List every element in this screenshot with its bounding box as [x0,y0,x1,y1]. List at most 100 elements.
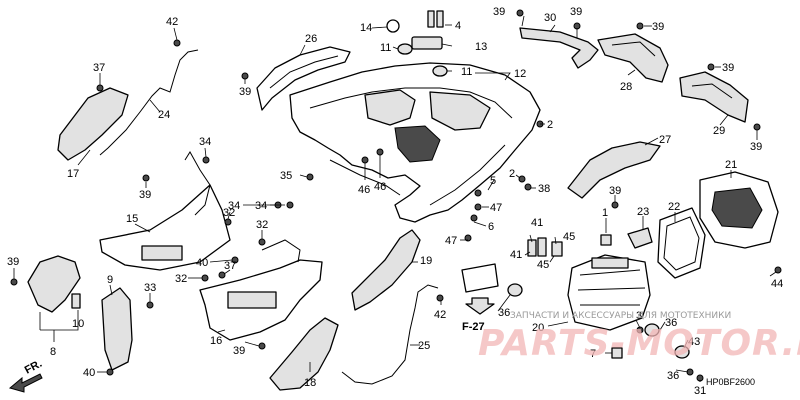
part-18-lower-guard [269,317,339,391]
front-direction-label: FR. [23,358,44,377]
part-15-left-panel [99,184,231,271]
callout-47-a: 47 [490,202,502,214]
callout-43: 43 [688,336,700,348]
callout-32-b: 32 [256,219,268,231]
callout-33: 33 [144,282,156,294]
part-21-housing-lens [711,187,763,229]
bolt-42b [436,294,444,302]
callout-8: 8 [50,346,56,358]
callout-11-lower: 11 [461,66,472,78]
bolt-46b [376,148,384,156]
part-shapes [8,10,779,393]
part-11-grommet-upper [397,43,413,55]
bolt-39e [516,9,524,17]
bolt-32b [258,238,266,246]
callout-39-right-b: 39 [750,141,762,153]
part-26-left-cover [256,46,351,111]
bolt-47a [474,203,482,211]
watermark-tagline: ЗАПЧАСТИ И АКСЕССУАРЫ ДЛЯ МОТОТЕХНИКИ [510,311,731,321]
part-12-fender-ridge [309,87,513,119]
part-29-bracket-edge [691,83,733,99]
bolt-6 [470,214,478,222]
part-4-clip-right [436,10,444,28]
callout-41-a: 41 [531,217,543,229]
part-12-fender-cavity [394,125,441,163]
callout-37-top: 37 [93,62,105,74]
bolt-39i [753,123,761,131]
part-28-side-bracket [597,33,669,83]
part-f27-clamp [461,263,499,293]
bolt-39g [636,22,644,30]
callout-34-mid: 34 [228,200,240,212]
part-16-panel-insert [227,291,277,309]
callout-11-upper: 11 [380,42,391,54]
callout-39-far-left: 39 [7,256,19,268]
part-20-box-lid [591,257,629,269]
part-29-rear-bracket [679,71,749,123]
callout-28: 28 [620,81,632,93]
part-15-panel-upright [184,151,211,216]
part-26-cover-inner [269,55,339,89]
callout-34-lower: 34 [255,200,267,212]
callout-39-top-c: 39 [652,21,664,33]
bolt-47b [464,234,472,242]
callout-36-a: 36 [498,307,510,319]
bolt-5 [474,189,482,197]
part-1-cap [600,234,612,246]
bolt-34a [202,156,210,164]
bolt-33 [146,301,154,309]
section-ref-label: F-27 [462,321,485,333]
bolt-38 [524,183,532,191]
callout-40-mid: 40 [196,257,208,269]
callout-15: 15 [126,213,138,225]
bolt-34b [286,201,294,209]
callout-30: 30 [544,12,556,24]
callout-7: 7 [590,348,596,360]
bolt-32a [224,218,232,226]
callout-39-bottom: 39 [233,345,245,357]
callout-39-fender: 39 [239,86,251,98]
callout-29: 29 [713,125,725,137]
callout-36-c: 36 [667,370,679,382]
watermark-logo: PARTS-MOTOR.RU [478,323,800,364]
callout-10: 10 [72,318,84,330]
callout-18: 18 [304,377,316,389]
callout-2-upper: 2 [547,119,553,131]
callout-27: 27 [659,134,671,146]
part-12-fender-panel-right [429,91,491,131]
part-30-grab-bracket [519,27,599,69]
part-25-wire [341,284,439,385]
callout-1: 1 [602,207,608,219]
callout-44: 44 [771,278,783,290]
callout-46-a: 46 [358,184,370,196]
callout-12: 12 [514,68,526,80]
callout-20: 20 [532,322,544,334]
part-12-fender-panel-left [364,89,416,126]
callout-17: 17 [67,168,79,180]
part-4-clip-left [427,10,435,28]
callout-31: 31 [694,385,706,397]
leader-lines [13,15,777,382]
part-10-clip [71,293,81,309]
callout-41-b: 41 [510,249,522,261]
bolt-42a [173,39,181,47]
part-45-relay-mount [551,241,563,257]
callout-16: 16 [210,335,222,347]
callout-14: 14 [360,22,372,34]
part-15-panel-insert [141,245,183,261]
callout-39-right-a: 39 [722,62,734,74]
bolt-46a [361,156,369,164]
callout-47-b: 47 [445,235,457,247]
callout-39-storage: 39 [609,185,621,197]
part-17-front-guard [57,87,129,161]
part-9-lower-panel [101,287,133,371]
callout-45-b: 45 [537,259,549,271]
part-8-front-cover [27,255,81,313]
callout-32-a: 32 [223,207,235,219]
callout-25: 25 [418,340,430,352]
bolt-39c [258,342,266,350]
bolt-35 [306,173,314,181]
part-24-cable [99,49,199,156]
bolt-39d [241,72,249,80]
